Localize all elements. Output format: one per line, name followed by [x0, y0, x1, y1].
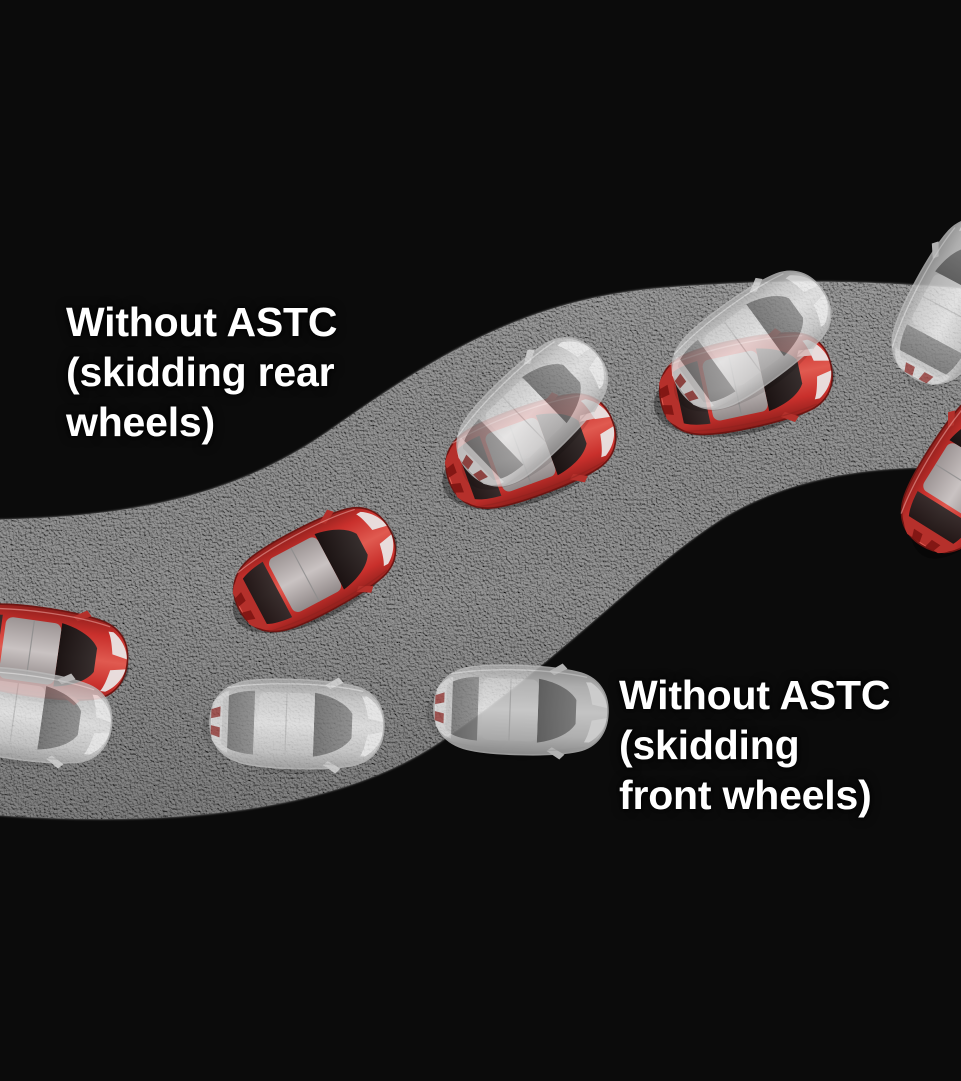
ghost-car-bottom-center — [418, 655, 618, 766]
red-car-lower-mid — [203, 481, 420, 661]
red-car-right-edge — [870, 363, 961, 584]
ghost-car-upper-right — [639, 242, 859, 441]
ghost-car-center — [423, 309, 636, 520]
ghost-car-top-right-edge — [862, 193, 961, 415]
label-without-astc-front: Without ASTC (skidding front wheels) — [619, 672, 891, 818]
label-without-astc-rear: Without ASTC (skidding rear wheels) — [66, 299, 338, 445]
ghost-car-bottom-left — [194, 669, 394, 780]
red-car-left-edge — [0, 587, 142, 717]
ghost-car-left-edge — [0, 650, 126, 780]
